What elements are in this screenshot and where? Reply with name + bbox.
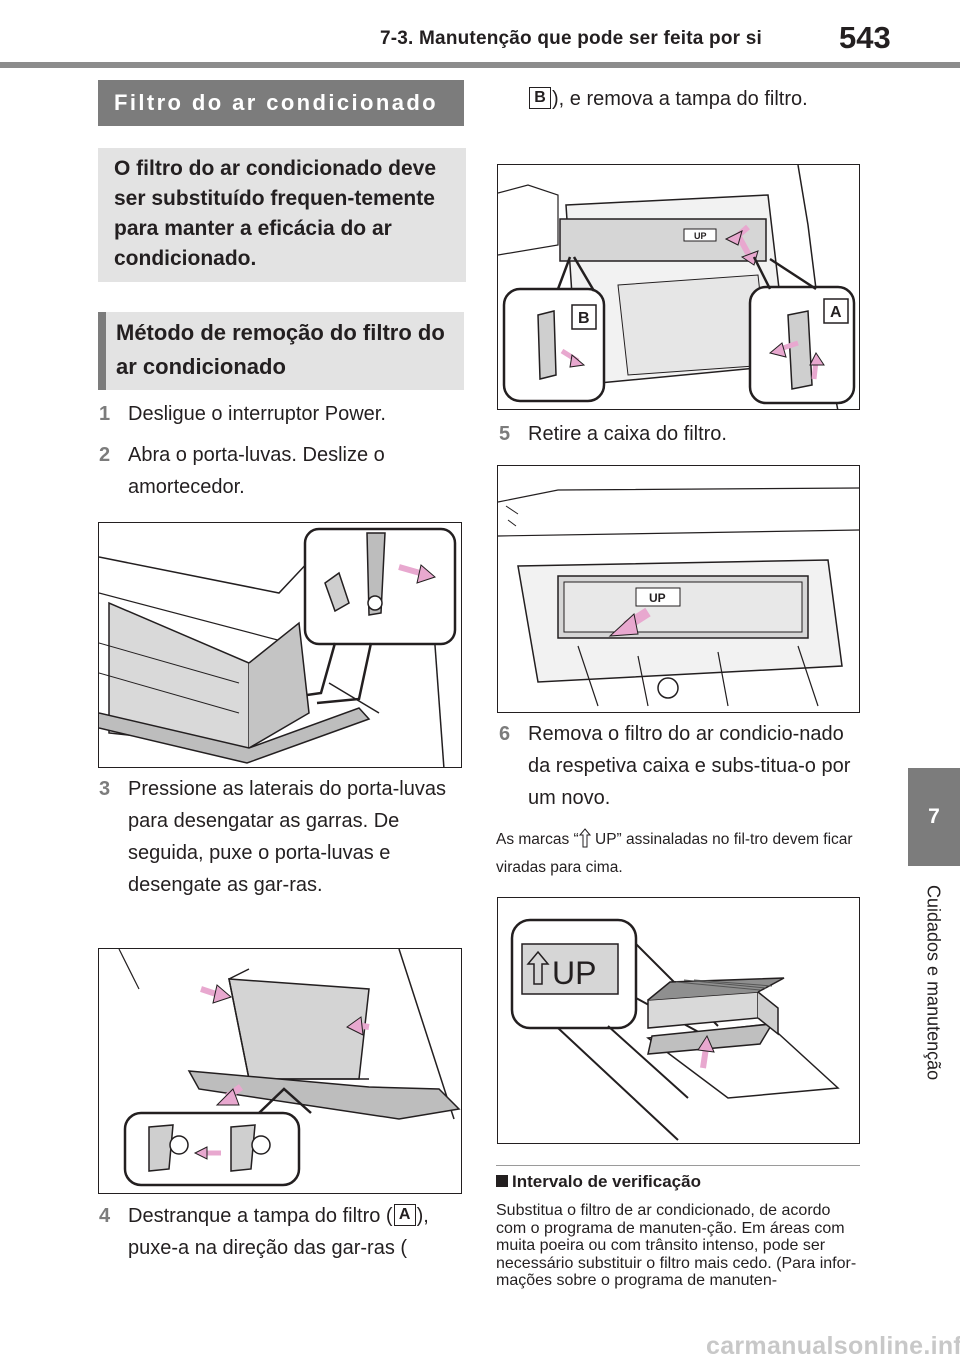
new-filter-up-mark: UP <box>552 955 596 991</box>
subsection-heading: Intervalo de verificação <box>496 1172 701 1192</box>
step-text: B), e remova a tampa do filtro. <box>499 83 861 115</box>
step-4-text-a: Destranque a tampa do filtro ( <box>128 1205 393 1227</box>
watermark: carmanualsonline.info <box>706 1332 960 1360</box>
note-text-prefix: As marcas “ <box>496 831 579 848</box>
subsection-paragraph: Substitua o filtro de ar condicionado, d… <box>496 1202 857 1289</box>
step-number: 4 <box>99 1205 111 1227</box>
step-text: Destranque a tampa do filtro (A), puxe-a… <box>99 1200 467 1264</box>
subsection-title: Intervalo de verificação <box>512 1172 701 1191</box>
filter-case-up-mark: UP <box>649 591 666 605</box>
label-a-box: A <box>393 1204 416 1226</box>
step-6: 6 Remova o filtro do ar condicio-nado da… <box>499 718 861 814</box>
figure-claws <box>98 948 462 1194</box>
glove-box-claws-illustration <box>118 949 461 1187</box>
filter-cover-up-mark: UP <box>694 231 707 241</box>
figure-filter-cover: UP B A <box>497 164 860 410</box>
intro-box: O filtro do ar condicionado deve ser sub… <box>98 148 466 282</box>
step-number: 6 <box>499 723 511 745</box>
new-filter-illustration: UP <box>510 918 840 1141</box>
step-4-continued: B), e remova a tampa do filtro. <box>499 83 861 115</box>
step-1: 1 Desligue o interruptor Power. <box>99 398 467 430</box>
step-text: Desligue o interruptor Power. <box>128 403 386 425</box>
label-b-box: B <box>529 87 551 109</box>
step-2: 2 Abra o porta-luvas. Deslize o amortece… <box>99 439 467 503</box>
chapter-tab: 7 <box>908 768 960 866</box>
page-number: 543 <box>839 20 891 55</box>
step-number: 3 <box>99 778 111 800</box>
chapter-tab-label: Cuidados e manutenção <box>923 885 944 1081</box>
step-5: 5 Retire a caixa do filtro. <box>499 418 861 450</box>
glove-box-damper-illustration <box>99 527 457 767</box>
step-number: 5 <box>499 423 511 445</box>
method-title: Método de remoção do filtro do ar condic… <box>98 312 464 390</box>
header-rule <box>0 62 960 68</box>
figure-label-a: A <box>830 304 842 321</box>
step-text: Remova o filtro do ar condicio-nado da r… <box>528 723 851 809</box>
step-number: 2 <box>99 444 111 466</box>
note-text-suffix: UP” assinaladas no fil-tro devem ficar v… <box>496 831 853 876</box>
figure-damper <box>98 522 462 768</box>
chapter-heading: 7-3. Manutenção que pode ser feita por s… <box>380 28 762 49</box>
step-text: Pressione as laterais do porta-luvas par… <box>128 778 446 896</box>
step-text: Retire a caixa do filtro. <box>528 423 727 445</box>
step-3: 3 Pressione as laterais do porta-luvas p… <box>99 773 467 901</box>
filter-case-illustration: UP <box>498 487 859 707</box>
filter-cover-illustration: UP B A <box>498 165 856 409</box>
step-4: 4 Destranque a tampa do filtro (A), puxe… <box>99 1200 467 1264</box>
figure-filter-case: UP <box>497 465 860 713</box>
step-4-text-b: ), puxe-a na direção das gar-ras ( <box>128 1205 429 1259</box>
step-number: 1 <box>99 403 111 425</box>
step-4-text-c: ), e remova a tampa do filtro. <box>552 88 808 110</box>
figure-new-filter: UP <box>497 897 860 1144</box>
square-bullet-icon <box>496 1175 508 1187</box>
up-arrow-icon <box>578 828 591 856</box>
section-title: Filtro do ar condicionado <box>98 80 464 126</box>
up-mark-note: As marcas “ UP” assinaladas no fil-tro d… <box>496 828 860 880</box>
subsection-rule <box>496 1165 860 1166</box>
figure-label-b: B <box>578 310 590 327</box>
step-text: Abra o porta-luvas. Deslize o amortecedo… <box>128 444 385 498</box>
